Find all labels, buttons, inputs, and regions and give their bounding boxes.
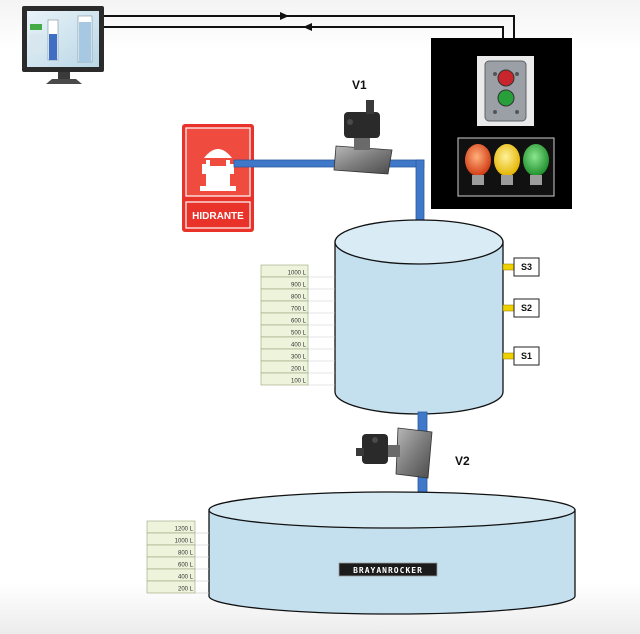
valve-v1-label: V1 [352,78,367,92]
solenoid-valve-icon[interactable] [333,100,393,175]
scale-label: 900 L [291,283,307,289]
scale-row: 1000 L [146,532,209,546]
scale-label: 1000 L [288,271,307,277]
scale-row: 1200 L [146,520,209,534]
level-sensor: S2 [502,298,540,318]
scale-row: 600 L [146,556,209,570]
scale-label: 1000 L [175,539,194,545]
monitor-icon [22,6,104,84]
scale-row: 500 L [260,324,335,338]
sensor-label: S3 [521,262,532,272]
hydrant-label: HIDRANTE [192,211,244,222]
upper-tank [334,219,504,415]
lower-tank-scale: 1200 L 1000 L 800 L 600 L 400 L 200 L [146,520,209,594]
solenoid-valve-v2-icon[interactable] [356,427,433,479]
scale-label: 800 L [178,551,194,557]
scale-label: 1200 L [175,527,194,533]
push-button-station-icon[interactable] [477,56,534,126]
control-wires [104,12,515,38]
scale-label: 300 L [291,355,307,361]
control-panel [431,38,572,209]
scale-label: 400 L [178,575,194,581]
scale-row: 300 L [260,348,335,362]
level-sensor: S3 [502,257,540,277]
scale-row: 1000 L [260,264,335,278]
scale-row: 400 L [260,336,335,350]
watermark-text: BRAYANROCKER [353,566,423,575]
valve-v2-label: V2 [455,454,470,468]
scale-row: 900 L [260,276,335,290]
fire-hydrant-icon: HIDRANTE [182,124,254,232]
watermark-logo: BRAYANROCKER [338,562,438,577]
scale-label: 100 L [291,379,307,385]
level-sensor: S1 [502,346,540,366]
scale-label: 400 L [291,343,307,349]
scale-label: 500 L [291,331,307,337]
scale-label: 200 L [178,587,194,593]
scale-label: 700 L [291,307,307,313]
upper-tank-scale: 1000 L 900 L 800 L 700 L 600 L 500 L 400 L 300 … [260,264,335,386]
sensor-label: S2 [521,303,532,313]
scale-row: 800 L [260,288,335,302]
scale-row: 700 L [260,300,335,314]
scale-row: 200 L [260,360,335,374]
scale-row: 400 L [146,568,209,582]
scale-label: 600 L [178,563,194,569]
scale-label: 600 L [291,319,307,325]
scale-row: 800 L [146,544,209,558]
sensor-label: S1 [521,351,532,361]
inlet-pipe [233,159,425,225]
scale-label: 200 L [291,367,307,373]
scale-row: 100 L [260,372,335,386]
signal-lamps-icon [457,137,555,197]
lower-tank [208,491,576,615]
scale-row: 200 L [146,580,209,594]
scale-row: 600 L [260,312,335,326]
scale-label: 800 L [291,295,307,301]
